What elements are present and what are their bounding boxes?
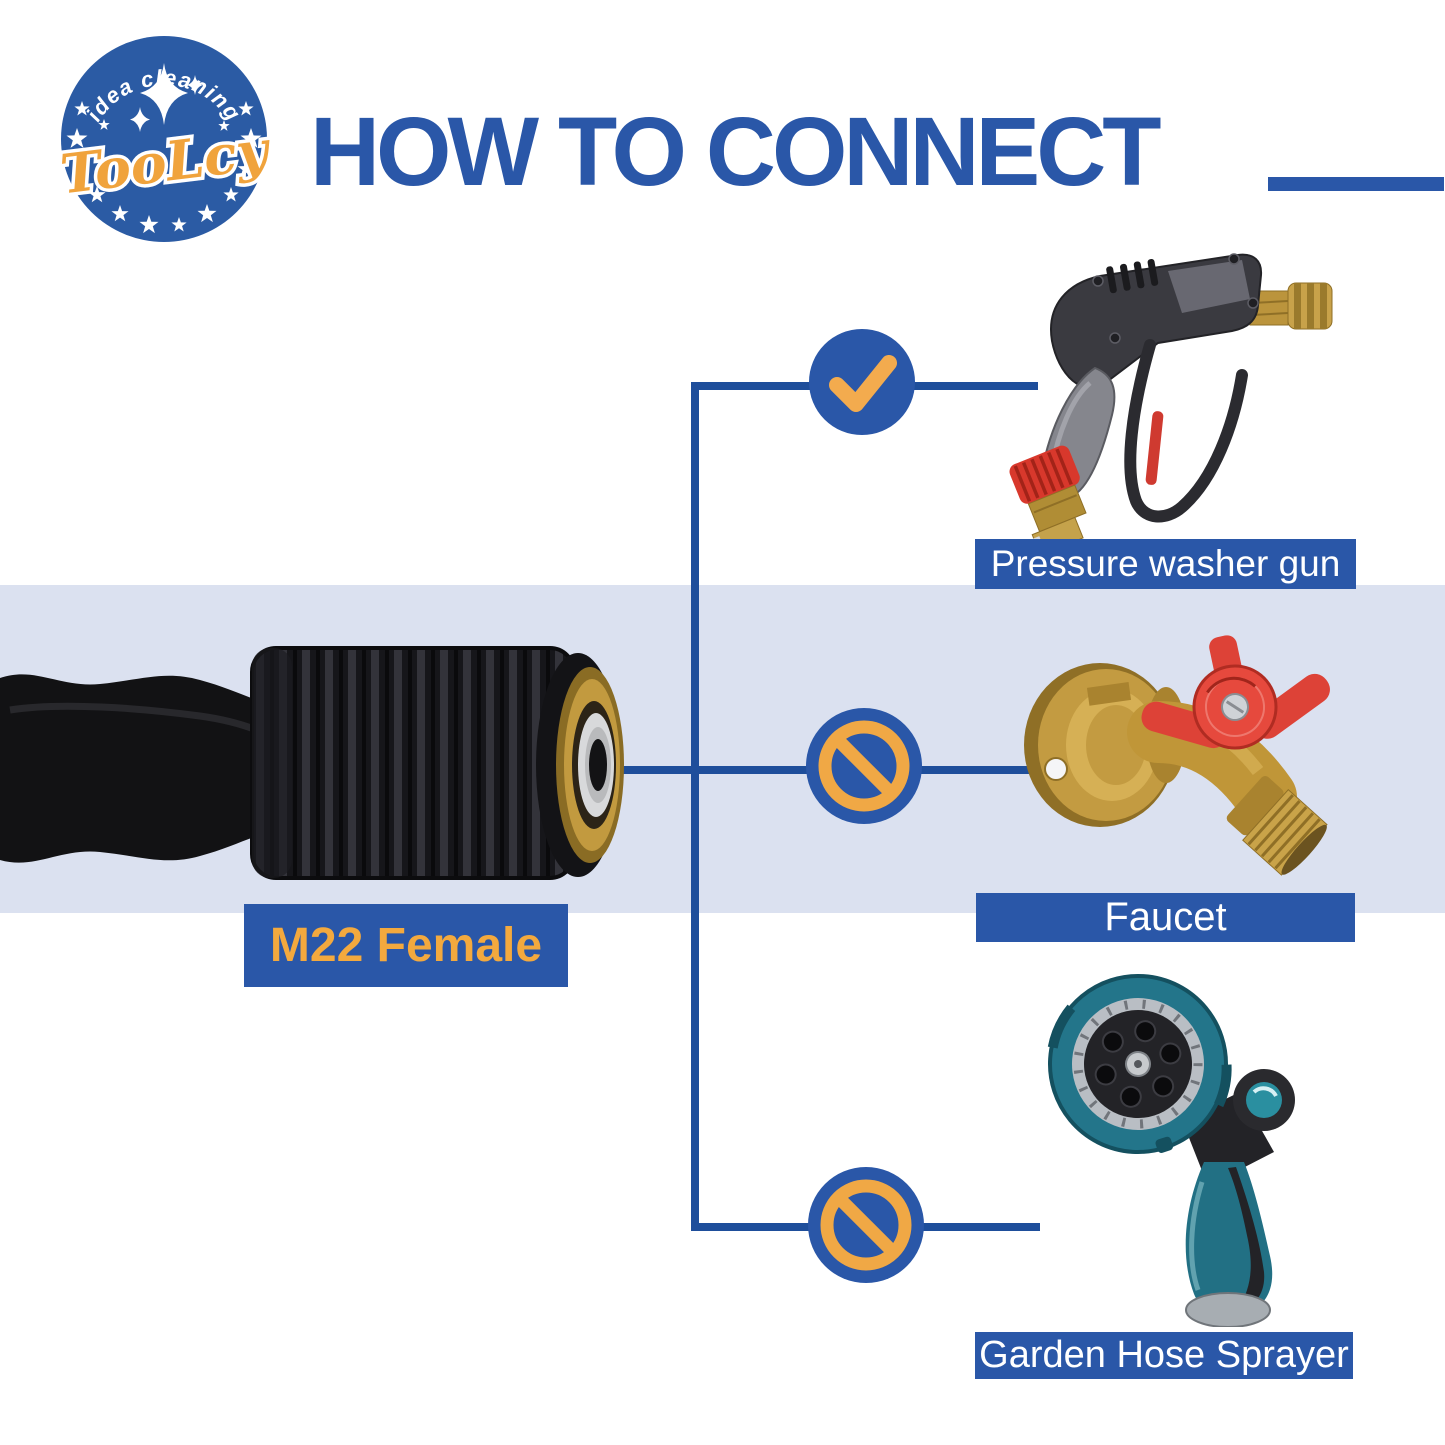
no-icon-sprayer — [808, 1167, 924, 1283]
connector-line-trunk — [691, 382, 699, 1231]
no-icon-faucet — [806, 708, 922, 824]
garden-hose-sprayer-image — [1032, 972, 1338, 1328]
logo-circle — [61, 36, 267, 242]
faucet-image — [1008, 607, 1338, 892]
page-title: HOW TO CONNECT — [310, 97, 1162, 206]
title-underscore-bar — [1268, 177, 1444, 191]
label-faucet: Faucet — [976, 893, 1355, 942]
flange-screw-hole — [1044, 757, 1068, 781]
sparkle-icon — [130, 63, 203, 132]
knurled-knob — [252, 648, 574, 878]
brand-logo: idea cleaning — [53, 33, 278, 245]
label-pressure-washer-gun: Pressure washer gun — [975, 539, 1356, 589]
hose — [0, 674, 276, 863]
pressure-washer-gun-image — [1000, 243, 1340, 556]
m22-connector-image — [0, 590, 660, 920]
brand-logo-badge: idea cleaning — [53, 36, 278, 242]
faucet-handle — [1141, 635, 1330, 750]
check-icon — [809, 329, 915, 435]
label-garden-hose-sprayer: Garden Hose Sprayer — [975, 1332, 1353, 1379]
label-m22-female: M22 Female — [244, 904, 568, 987]
